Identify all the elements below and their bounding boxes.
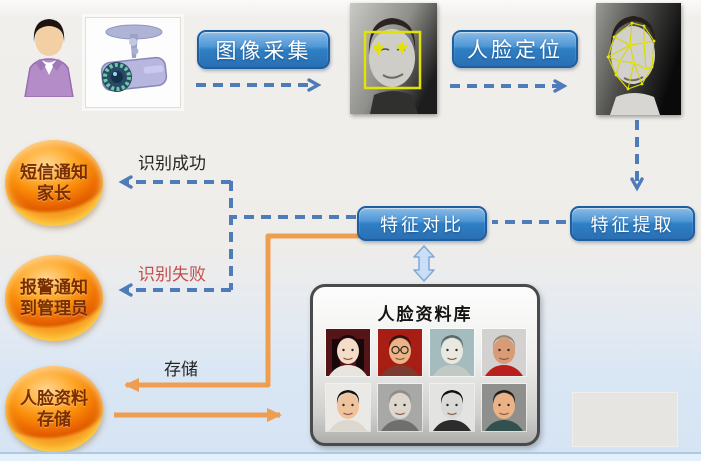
success-label: 识别成功 — [138, 154, 206, 173]
compare-node-label: 特征对比 — [380, 214, 464, 235]
double-arrow-icon — [413, 245, 435, 282]
compare-node[interactable]: 特征对比 — [357, 206, 487, 241]
db-photo-older-man-red-shirt — [482, 329, 526, 376]
face-photo-with-detection-box — [350, 3, 437, 114]
capture-node-label: 图像采集 — [215, 39, 312, 63]
db-photo-man-grayscale-dark-suit — [430, 384, 474, 431]
face-data-storage-button[interactable]: 人脸资料 存储 — [5, 366, 103, 452]
person-icon — [20, 13, 78, 97]
bottom-strip — [0, 454, 701, 461]
surveillance-camera-icon — [85, 17, 181, 108]
extract-node-label: 特征提取 — [590, 214, 675, 235]
db-photo-man-with-glasses-red-background — [378, 329, 422, 376]
face-storage-line1: 人脸资料 — [20, 388, 88, 408]
db-photo-woman-long-dark-hair — [326, 329, 370, 376]
face-database-photo-grid — [326, 329, 526, 431]
bottom-divider — [0, 452, 701, 454]
db-photo-smiling-woman-teal-tone — [430, 329, 474, 376]
alarm-notify-line1: 报警通知 — [20, 277, 88, 297]
sms-notify-line1: 短信通知 — [20, 162, 88, 182]
extract-node[interactable]: 特征提取 — [570, 206, 695, 241]
sms-notify-line2: 家长 — [37, 184, 71, 203]
alarm-notify-admin-button[interactable]: 报警通知 到管理员 — [5, 255, 103, 341]
store-label: 存储 — [164, 360, 198, 379]
fail-label: 识别失败 — [138, 265, 206, 284]
watermark-block — [572, 392, 678, 447]
db-photo-short-hair-person-gray — [378, 384, 422, 431]
sms-notify-parents-button[interactable]: 短信通知 家长 — [5, 140, 103, 226]
locate-node[interactable]: 人脸定位 — [452, 30, 578, 68]
db-photo-young-man-thick-brows — [326, 384, 370, 431]
alarm-notify-line2: 到管理员 — [20, 299, 88, 318]
face-database-panel: 人脸资料库 — [310, 284, 540, 446]
capture-node[interactable]: 图像采集 — [197, 30, 330, 69]
db-photo-smiling-woman-dark-hair — [482, 384, 526, 431]
locate-node-label: 人脸定位 — [467, 39, 563, 62]
face-storage-line2: 存储 — [37, 410, 71, 429]
face-photo-with-feature-mesh — [596, 3, 681, 115]
face-database-title: 人脸资料库 — [377, 305, 473, 324]
